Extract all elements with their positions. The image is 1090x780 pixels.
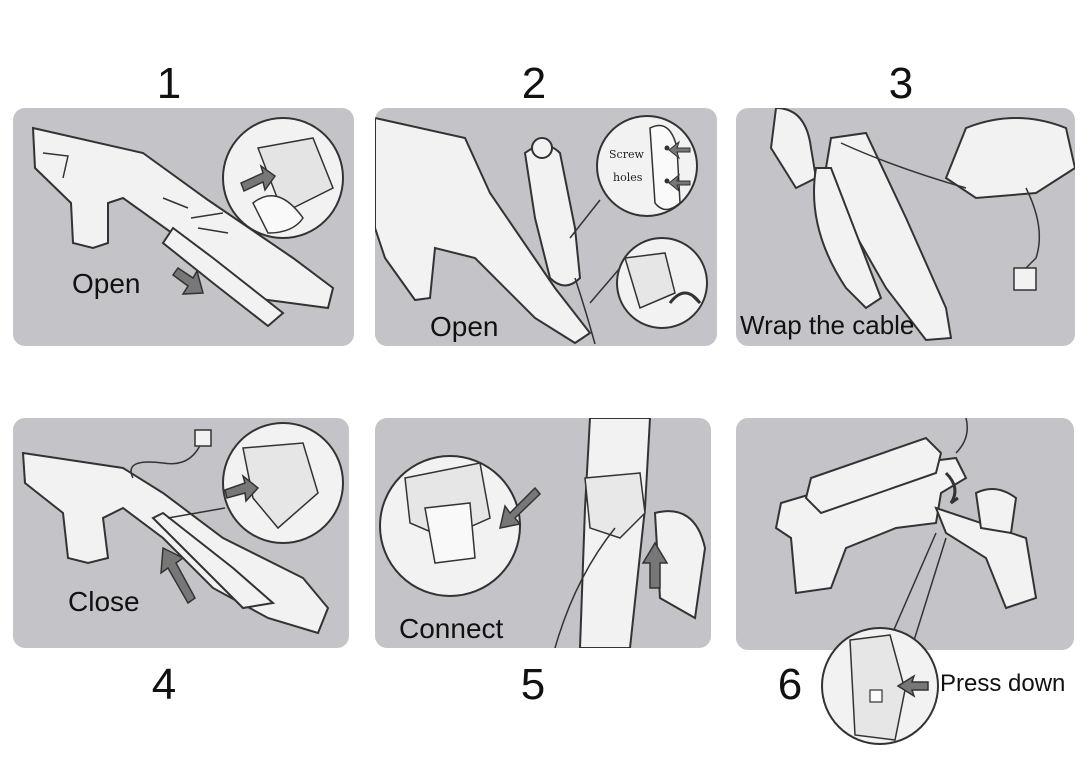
step-5-panel: Connect bbox=[375, 418, 711, 648]
cable-icon bbox=[955, 418, 968, 454]
rotate-arrow-icon bbox=[944, 471, 959, 505]
cable-icon bbox=[554, 527, 616, 648]
arrow-icon bbox=[896, 674, 929, 698]
step-2-number: 2 bbox=[521, 59, 547, 108]
step-3-panel: Wrap the cable bbox=[736, 108, 1075, 346]
step-1-illustration bbox=[31, 117, 344, 328]
step-6-number: 6 bbox=[777, 660, 803, 709]
step-5-caption: Connect bbox=[399, 613, 504, 644]
step-1-caption: Open bbox=[72, 268, 141, 299]
magnifier-callout-icon bbox=[596, 115, 698, 217]
cable-icon bbox=[1025, 187, 1041, 269]
step-6-illustration bbox=[774, 418, 1038, 650]
arrow-icon bbox=[668, 140, 691, 160]
step-2-callout-line2: holes bbox=[613, 171, 643, 184]
arrow-icon bbox=[641, 541, 669, 589]
hand-icon bbox=[769, 108, 818, 190]
step-5-illustration bbox=[379, 418, 707, 648]
step-4-caption: Close bbox=[68, 586, 140, 617]
step-6-caption: Press down bbox=[940, 670, 1066, 697]
step-1-number: 1 bbox=[156, 59, 182, 108]
arrow-icon bbox=[240, 164, 277, 193]
step-2-illustration bbox=[375, 115, 708, 345]
cable-icon bbox=[574, 277, 596, 345]
step-2-callout-line1: Screw bbox=[609, 148, 644, 161]
cable-icon bbox=[130, 437, 204, 479]
arrow-icon bbox=[668, 173, 691, 193]
step-1-panel: Open bbox=[13, 108, 354, 346]
rotate-arrow-icon bbox=[668, 291, 702, 305]
hand-icon bbox=[653, 510, 707, 620]
arrow-icon bbox=[160, 546, 196, 605]
arrow-icon bbox=[224, 473, 260, 503]
cable-icon bbox=[840, 142, 967, 189]
step-4-number: 4 bbox=[151, 660, 177, 709]
step-3-illustration bbox=[769, 108, 1075, 342]
step-4-panel: Close bbox=[13, 418, 349, 648]
step-5-number: 5 bbox=[520, 660, 546, 709]
step-4-illustration bbox=[21, 422, 344, 635]
step-6-panel bbox=[736, 418, 1074, 650]
step-3-caption: Wrap the cable bbox=[740, 310, 915, 340]
step-2-caption: Open bbox=[430, 311, 499, 342]
step-2-panel: Screw holes Open bbox=[375, 108, 717, 346]
step-3-number: 3 bbox=[888, 59, 914, 108]
hand-icon bbox=[944, 117, 1075, 200]
arrow-icon bbox=[499, 486, 542, 529]
arrow-icon bbox=[171, 266, 204, 295]
